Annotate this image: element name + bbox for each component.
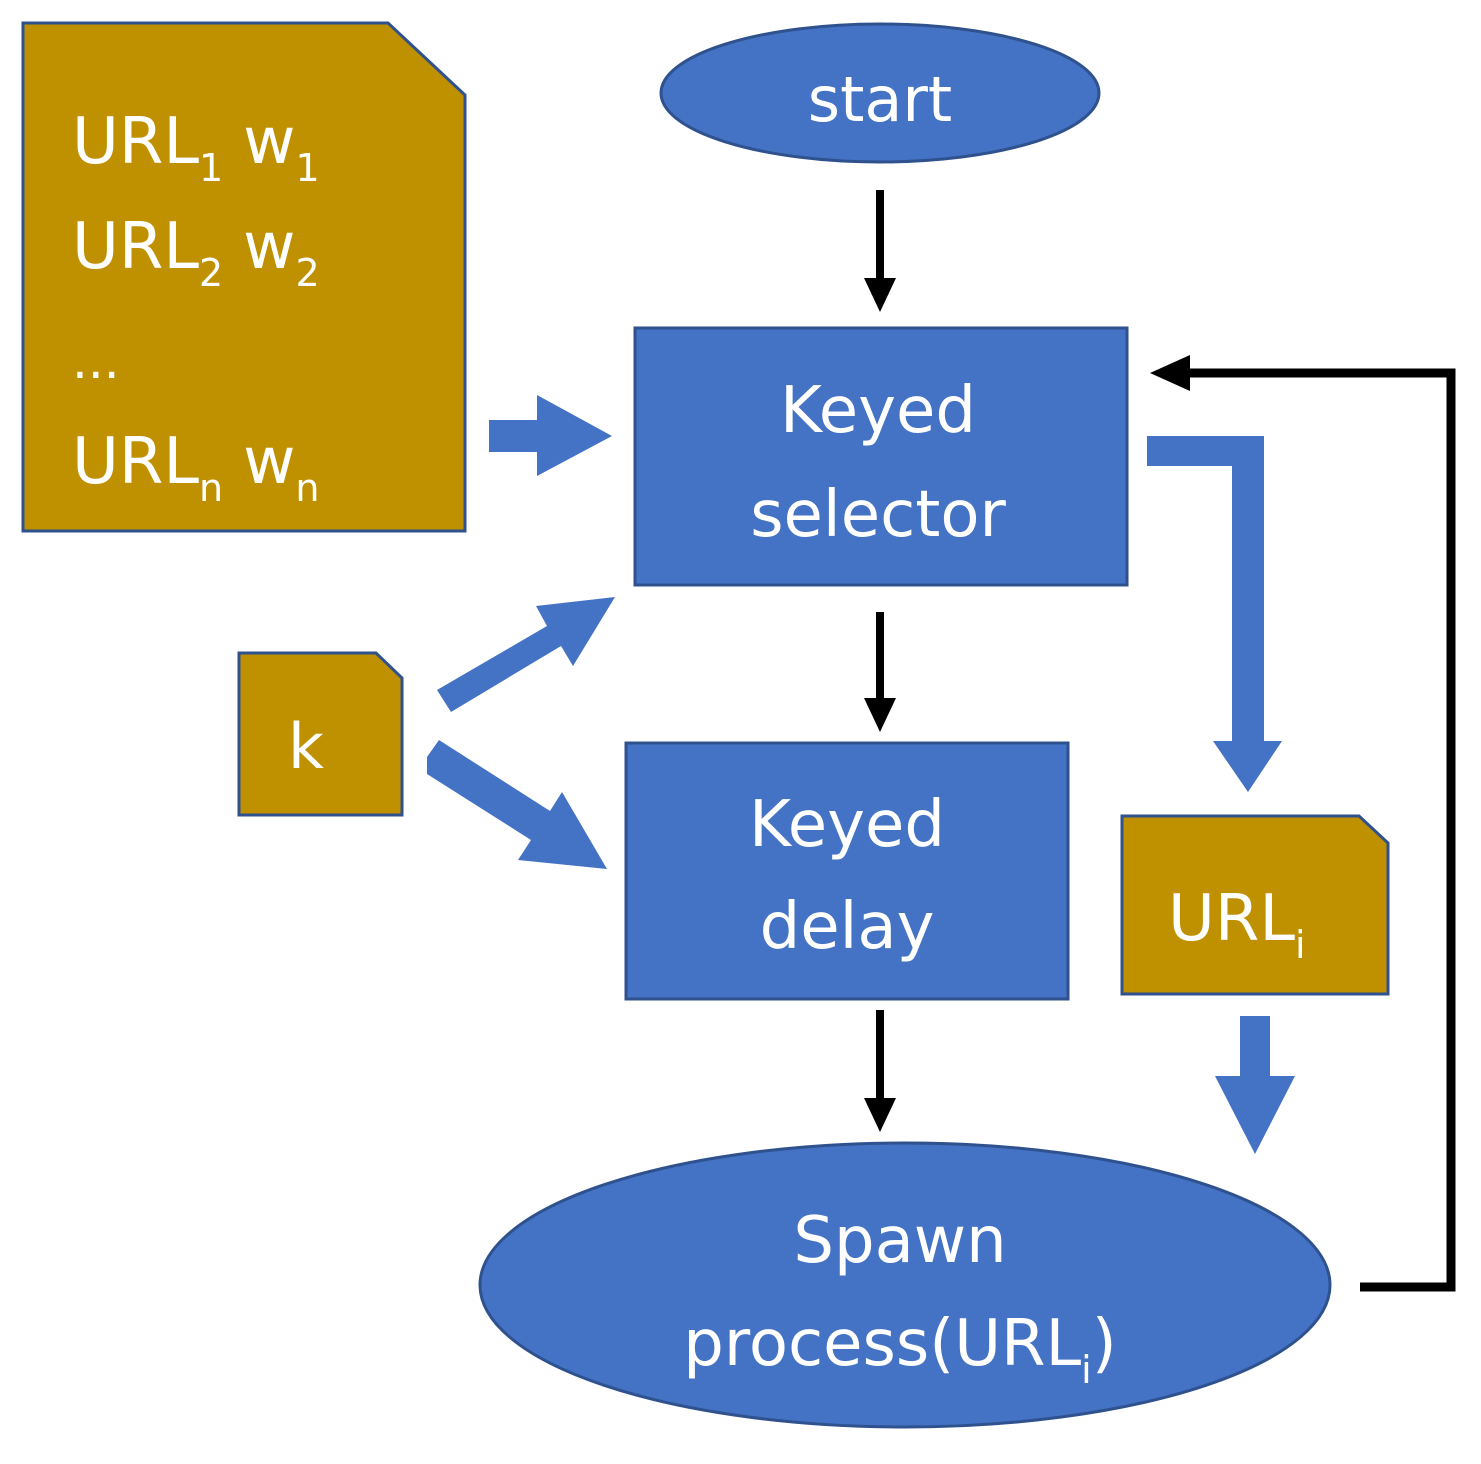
edge-k-to-selector bbox=[437, 597, 615, 712]
edge-urllist-to-selector bbox=[489, 395, 612, 476]
edge-selector-to-urli bbox=[1147, 436, 1282, 792]
k-input-label: k bbox=[288, 710, 324, 783]
edge-spawn-feedback-to-selector bbox=[1150, 355, 1456, 1292]
spawn-line2: process(URLi) bbox=[683, 1307, 1116, 1392]
spawn-node: Spawn process(URLi) bbox=[478, 1141, 1332, 1429]
spawn-line1: Spawn bbox=[793, 1204, 1006, 1278]
keyed-selector-line2: selector bbox=[750, 478, 1006, 552]
keyed-selector-line1: Keyed bbox=[780, 374, 976, 448]
keyed-delay-line2: delay bbox=[760, 890, 935, 964]
edge-urli-to-spawn bbox=[1215, 1016, 1295, 1154]
url-i-label: URLi bbox=[1168, 882, 1306, 967]
url-list-ellipsis: ... bbox=[72, 332, 120, 390]
k-input-document: k bbox=[237, 651, 404, 817]
keyed-selector-node: Keyed selector bbox=[633, 326, 1129, 587]
edge-selector-to-delay bbox=[864, 612, 896, 732]
url-i-document: URLi bbox=[1120, 814, 1390, 996]
edge-delay-to-spawn bbox=[864, 1010, 896, 1132]
start-node: start bbox=[659, 22, 1101, 164]
keyed-delay-line1: Keyed bbox=[749, 788, 945, 862]
edge-k-to-delay bbox=[427, 740, 607, 869]
edge-start-to-selector bbox=[864, 190, 896, 312]
start-label: start bbox=[808, 63, 952, 136]
keyed-delay-node: Keyed delay bbox=[624, 741, 1070, 1001]
